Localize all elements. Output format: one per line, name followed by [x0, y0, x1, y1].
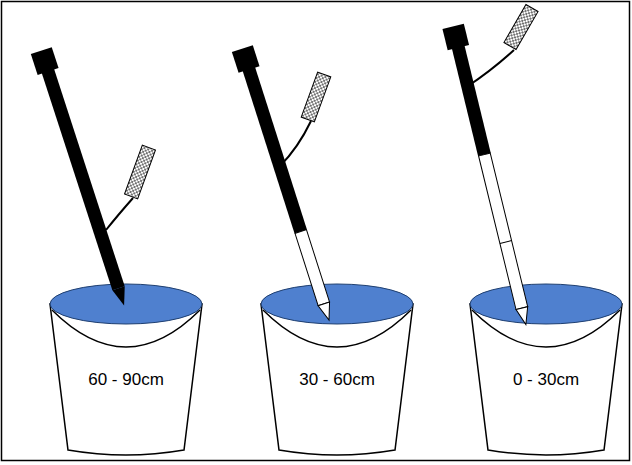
sensor-wire [106, 198, 133, 230]
sensor [504, 4, 538, 49]
sensor [301, 72, 331, 122]
probe-rod [31, 47, 135, 309]
depth-label: 0 - 30cm [468, 370, 624, 390]
sensor-wire [468, 50, 514, 86]
bucket: 60 - 90cm [48, 282, 204, 458]
sensor-wire [280, 121, 311, 166]
probe-rod [442, 24, 536, 327]
depth-label: 60 - 90cm [48, 370, 204, 390]
bucket: 30 - 60cm [259, 282, 415, 458]
probe-rod [232, 45, 340, 323]
depth-label: 30 - 60cm [259, 370, 415, 390]
bucket: 0 - 30cm [468, 282, 624, 458]
sensor [125, 145, 156, 199]
